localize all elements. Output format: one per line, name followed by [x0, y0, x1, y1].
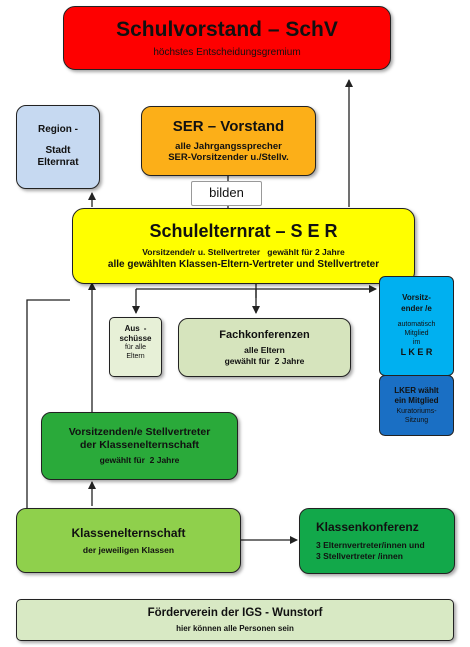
- lker-line1: Vorsitz-: [402, 293, 431, 303]
- vorsitzende-line3: gewählt für 2 Jahre: [99, 455, 180, 466]
- klassenkonferenz-title: Klassenkonferenz: [316, 520, 419, 535]
- ser-vorstand-box: SER – Vorstand alle Jahrgangssprecher SE…: [141, 106, 316, 176]
- lker-bottom-line1: LKER wählt: [394, 386, 439, 396]
- ser-vorstand-line1: alle Jahrgangssprecher: [175, 140, 282, 152]
- schulvorstand-box: Schulvorstand – SchV höchstes Entscheidu…: [63, 6, 391, 70]
- lker-bottom-line4: Sitzung: [404, 416, 429, 424]
- lker-line6: L K E R: [400, 347, 433, 358]
- foerderverein-box: Förderverein der IGS - Wunstorf hier kön…: [16, 599, 454, 641]
- fachkonferenzen-line1: alle Eltern: [244, 345, 285, 356]
- lker-kuratorium-box: LKER wählt ein Mitglied Kuratoriums- Sit…: [379, 375, 454, 436]
- klassenkonferenz-box: Klassenkonferenz 3 Elternvertreter/innen…: [299, 508, 455, 574]
- ausschuesse-line2: -: [143, 324, 147, 333]
- foerderverein-line1: hier können alle Personen sein: [176, 623, 294, 633]
- lker-vorsitzender-box: Vorsitz- ender /e automatisch Mitglied i…: [379, 276, 454, 376]
- schulelternrat-box: Schulelternrat – S E R Vorsitzende/r u. …: [72, 208, 415, 284]
- schulelternrat-line1: Vorsitzende/r u. Stellvertreter gewählt …: [142, 246, 345, 257]
- lker-line5: im: [412, 339, 421, 347]
- vorsitzende-line1: Vorsitzenden/e Stellvertreter: [68, 426, 211, 439]
- fachkonferenzen-box: Fachkonferenzen alle Eltern gewählt für …: [178, 318, 351, 377]
- klassenkonferenz-line2: 3 Stellvertreter /innen: [316, 551, 403, 561]
- fachkonferenzen-title: Fachkonferenzen: [219, 328, 310, 341]
- ausschuesse-line1: Aus: [124, 324, 140, 333]
- fachkonferenzen-line2: gewählt für 2 Jahre: [224, 355, 305, 366]
- region-line1: Region -: [38, 124, 78, 136]
- schulvorstand-subtitle: höchstes Entscheidungsgremium: [153, 46, 301, 58]
- lker-bottom-line2: ein Mitglied: [394, 396, 439, 406]
- ausschuesse-line3: schüsse: [119, 334, 152, 343]
- ausschuesse-box: Aus - schüsse für alle Eltern: [109, 317, 162, 377]
- schulelternrat-title: Schulelternrat – S E R: [149, 221, 338, 242]
- klassenkonferenz-line1: 3 Elternvertreter/innen und: [316, 540, 425, 551]
- vorsitzende-line2: der Klassenelternschaft: [79, 439, 200, 452]
- line-left-loop: [26, 299, 70, 508]
- bilden-text: bilden: [209, 185, 244, 201]
- ser-vorstand-title: SER – Vorstand: [172, 117, 285, 135]
- ausschuesse-line4: für alle: [124, 344, 146, 351]
- region-elternrat-box: Region - Stadt Elternrat: [16, 105, 100, 189]
- ausschuesse-line5: Eltern: [126, 352, 145, 360]
- lker-line2: ender /e: [401, 303, 432, 313]
- region-line2: Stadt: [45, 144, 71, 156]
- klasseneltern-title: Klasseneltern: [71, 525, 151, 540]
- klasseneltern-line1: der jeweiligen Klassen: [82, 544, 175, 555]
- ser-vorstand-line2: SER-Vorsitzender u./Stellv.: [168, 152, 289, 164]
- vorsitzende-klassenelternschaft-box: Vorsitzenden/e Stellvertreter der Klasse…: [41, 412, 238, 480]
- lker-line3: automatisch: [397, 320, 436, 328]
- schulvorstand-title: Schulvorstand – SchV: [116, 17, 338, 41]
- schulelternrat-line2: alle gewählten Klassen-Eltern-Vertreter …: [107, 259, 380, 271]
- foerderverein-title: Förderverein der IGS - Wunstorf: [147, 607, 323, 620]
- klasseneltern-title2: schaft: [150, 525, 186, 540]
- lker-bottom-line3: Kuratoriums-: [396, 407, 437, 415]
- region-line3: Elternrat: [37, 157, 79, 169]
- lker-line4: Mitglied: [404, 330, 429, 337]
- bilden-label: bilden: [191, 181, 262, 206]
